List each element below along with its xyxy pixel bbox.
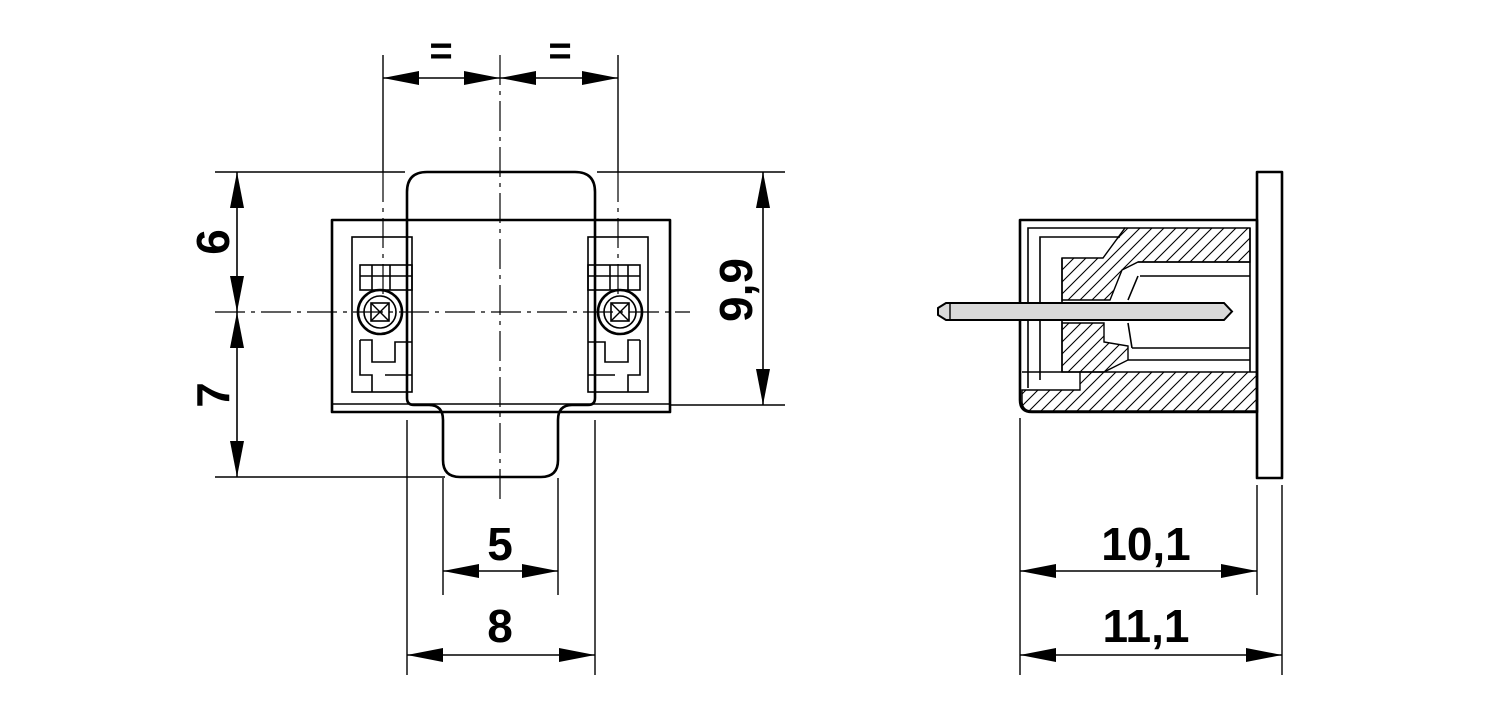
terminal-grid [359,264,413,291]
side-section-view: 10,1 11,1 [937,170,1284,675]
front-view: = = 6 7 9,9 5 8 [187,29,785,675]
connector-body [330,218,672,414]
terminal-foot [588,340,641,392]
inner-frame-outer [1027,227,1125,388]
terminal-clamp [588,339,640,363]
section-hatch-lower [1061,322,1129,373]
section-hatch-upper [1061,227,1251,301]
contact-pin [937,302,1234,321]
socket-entry-spring [1127,275,1139,349]
label-equal-left: = [429,29,452,73]
terminal-clamp [360,339,412,363]
label-depth-body: 10,1 [1101,518,1191,570]
label-equal-right: = [548,29,571,73]
mounting-flange [1255,170,1284,480]
label-width-cap: 8 [487,600,513,652]
label-height-lower: 7 [187,382,239,408]
section-hatch-bottom [1021,371,1258,412]
left-terminal [351,236,413,393]
side-body-outline [1018,218,1259,414]
label-depth-total: 11,1 [1103,600,1190,652]
right-terminal [587,236,649,393]
terminal-foot [359,340,412,392]
label-height-upper: 6 [187,229,239,255]
label-height-total: 9,9 [710,258,762,322]
cover-cap [405,170,597,479]
label-width-tab: 5 [487,518,513,570]
inner-frame-inner [1039,236,1120,380]
terminal-housing [351,236,413,393]
